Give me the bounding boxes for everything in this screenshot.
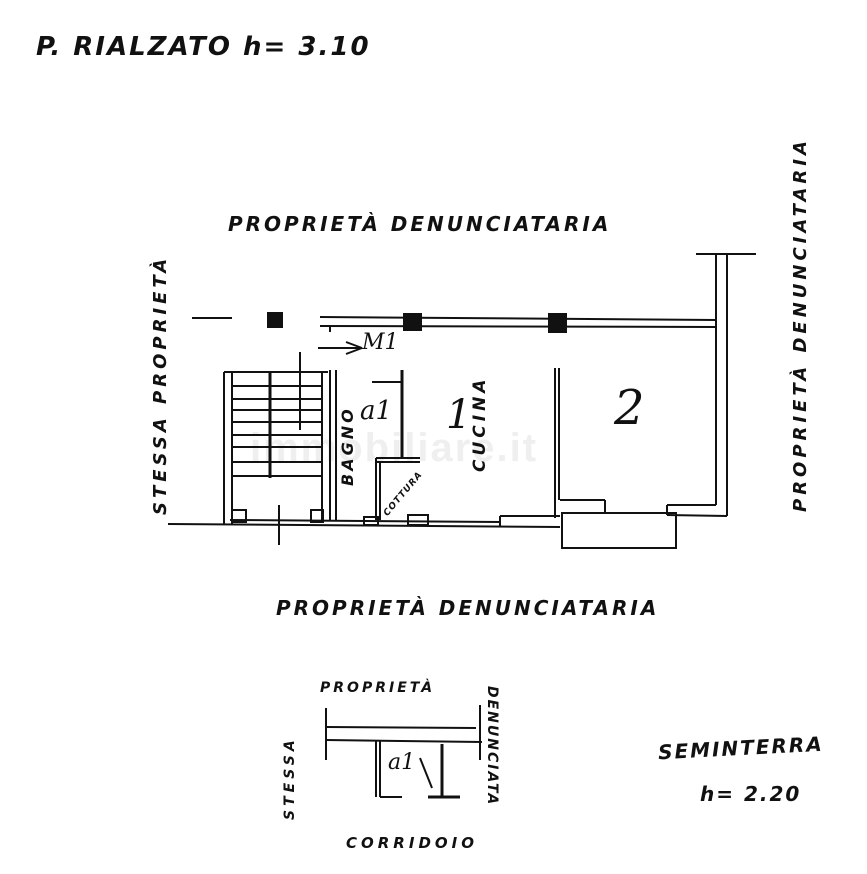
pillar (548, 313, 567, 333)
boundary-top-label: PROPRIETÀ DENUNCIATARIA (228, 212, 612, 236)
seminterrato-height: h= 2.20 (700, 782, 802, 806)
semi-boundary-bottom: CORRIDOIO (346, 834, 478, 852)
boundary-right-label: PROPRIETÀ DENUNCIATARIA (790, 137, 811, 512)
semi-boundary-right: DENUNCIATA (484, 686, 500, 807)
boundary-left-label: STESSA PROPRIETÀ (150, 254, 171, 515)
cucina-mark: 1 (446, 392, 472, 438)
boundary-bottom-label: PROPRIETÀ DENUNCIATARIA (276, 596, 660, 620)
bagno-mark: a1 (360, 396, 393, 426)
entrance-mark: M1 (362, 330, 399, 355)
room-label-bagno: BAGNO (338, 406, 357, 486)
pillar (267, 312, 283, 328)
room-mark: 2 (614, 380, 645, 436)
room-label-cucina: CUCINA (470, 375, 490, 472)
semi-mark: a1 (388, 750, 416, 775)
floor-title: P. RIALZATO h= 3.10 (36, 32, 371, 62)
pillar (403, 313, 422, 331)
semi-boundary-left: STESSA (282, 736, 298, 820)
semi-boundary-top: PROPRIETÀ (320, 680, 436, 696)
seminterrato-drawing (325, 705, 483, 799)
